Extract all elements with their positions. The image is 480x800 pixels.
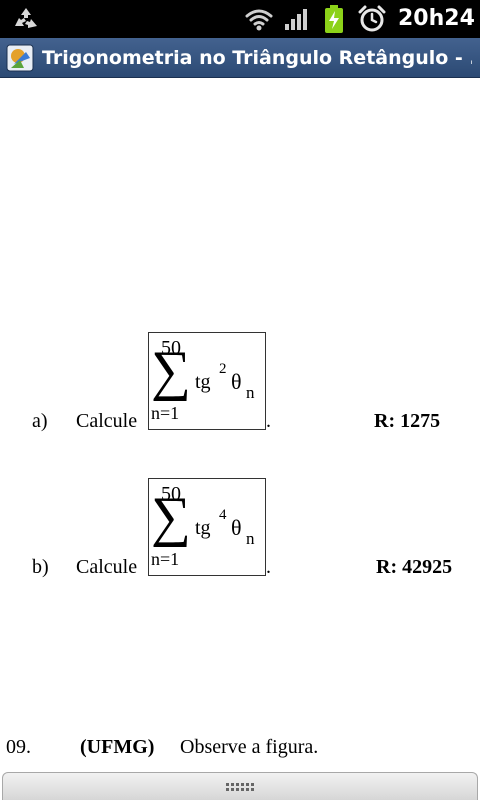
sum-lower-limit: n=1 bbox=[151, 403, 180, 423]
question-source: (UFMG) bbox=[80, 736, 155, 758]
exercise-item-a: a) Calcule 50 ∑ n=1 tg 2 θ n . R: 1275 bbox=[0, 332, 480, 436]
wifi-icon bbox=[245, 9, 273, 31]
window-title: Trigonometria no Triângulo Retângulo - .… bbox=[42, 47, 472, 69]
question-09: 09. (UFMG) Observe a figura. bbox=[0, 736, 480, 762]
period: . bbox=[266, 556, 271, 578]
item-label: a) bbox=[32, 410, 48, 432]
bottom-drawer-handle[interactable] bbox=[2, 772, 478, 800]
sigma-symbol: ∑ bbox=[151, 340, 191, 402]
sigma-symbol: ∑ bbox=[151, 486, 191, 548]
exponent: 4 bbox=[219, 507, 227, 523]
function-name: tg bbox=[195, 517, 211, 539]
alarm-icon bbox=[358, 5, 386, 32]
answer: R: 42925 bbox=[376, 556, 453, 578]
exponent: 2 bbox=[219, 361, 227, 377]
battery-charging-icon bbox=[325, 5, 343, 33]
period: . bbox=[266, 410, 271, 432]
sum-upper-limit: 50 bbox=[161, 337, 181, 359]
sum-upper-limit: 50 bbox=[161, 483, 181, 505]
item-label: b) bbox=[32, 556, 49, 578]
subscript: n bbox=[246, 383, 255, 402]
item-instruction: Calcule bbox=[76, 556, 138, 578]
title-bar: Trigonometria no Triângulo Retângulo - .… bbox=[0, 38, 480, 78]
recycle-icon bbox=[15, 8, 37, 28]
subscript: n bbox=[246, 529, 255, 548]
summation-formula: 50 ∑ n=1 tg 2 θ n bbox=[148, 332, 266, 430]
signal-icon bbox=[285, 9, 307, 30]
status-bar: 20h24 bbox=[0, 0, 480, 38]
question-number: 09. bbox=[6, 736, 31, 758]
grip-icon bbox=[226, 783, 254, 791]
document-view[interactable]: a) Calcule 50 ∑ n=1 tg 2 θ n . R: 1275 b… bbox=[0, 78, 480, 772]
question-text: Observe a figura. bbox=[180, 736, 319, 758]
exercise-item-b: b) Calcule 50 ∑ n=1 tg 4 θ n . R: 42925 bbox=[0, 478, 480, 582]
theta-symbol: θ bbox=[231, 515, 242, 540]
app-icon bbox=[6, 44, 34, 72]
answer: R: 1275 bbox=[374, 410, 441, 432]
summation-formula: 50 ∑ n=1 tg 4 θ n bbox=[148, 478, 266, 576]
status-clock: 20h24 bbox=[398, 6, 475, 31]
sum-lower-limit: n=1 bbox=[151, 549, 180, 569]
function-name: tg bbox=[195, 371, 211, 393]
theta-symbol: θ bbox=[231, 369, 242, 394]
item-instruction: Calcule bbox=[76, 410, 138, 432]
